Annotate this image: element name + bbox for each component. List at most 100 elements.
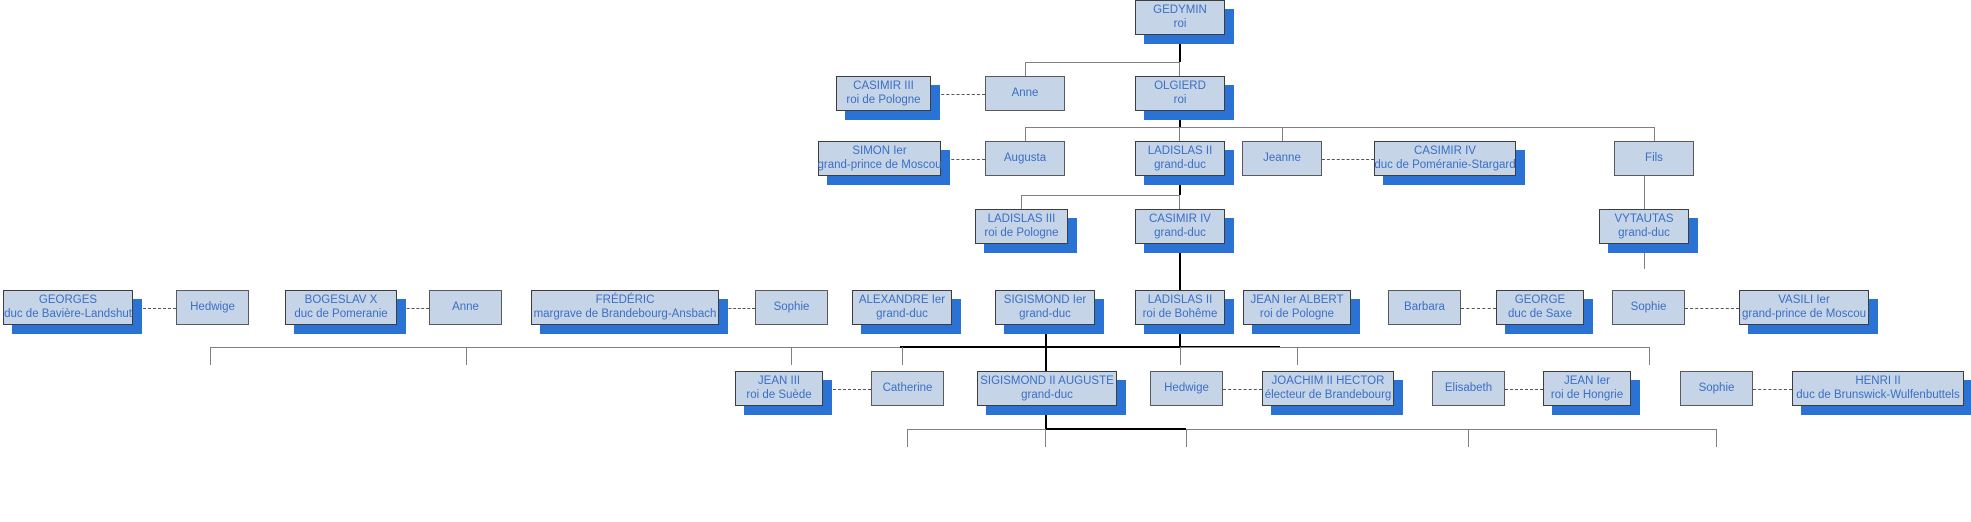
- node-box[interactable]: Elisabeth: [1432, 371, 1505, 406]
- person-node-hedwige1[interactable]: Hedwige: [176, 290, 249, 325]
- person-node-elisabeth[interactable]: Elisabeth: [1432, 371, 1505, 406]
- sp-sophie-henri2: [1753, 389, 1792, 390]
- node-box[interactable]: Catherine: [871, 371, 944, 406]
- node-title: grand-duc: [1154, 158, 1206, 171]
- person-node-jeanne[interactable]: Jeanne: [1242, 141, 1322, 176]
- node-box[interactable]: Augusta: [985, 141, 1065, 176]
- node-name: JEAN Ier: [1563, 375, 1610, 388]
- connector-anne1-drop: [1025, 62, 1026, 76]
- node-box[interactable]: Hedwige: [1150, 371, 1223, 406]
- person-node-hedwige2[interactable]: Hedwige: [1150, 371, 1223, 406]
- person-node-catherine[interactable]: Catherine: [871, 371, 944, 406]
- node-box[interactable]: Sophie: [1612, 290, 1685, 325]
- person-node-sophie1[interactable]: Sophie: [755, 290, 828, 325]
- sp-bogeslav-anne: [397, 308, 429, 309]
- node-box[interactable]: Sophie: [1680, 371, 1753, 406]
- node-box[interactable]: Sophie: [755, 290, 828, 325]
- connector-row5-bus-left: [210, 347, 1180, 348]
- node-title: roi de Bohême: [1142, 307, 1218, 320]
- person-node-fils[interactable]: Fils: [1614, 141, 1694, 176]
- node-title: duc de Bavière-Landshut: [4, 307, 132, 320]
- node-name: Barbara: [1404, 300, 1445, 313]
- person-node-anne2[interactable]: Anne: [429, 290, 502, 325]
- connector-jeanalbert-drop: [1297, 347, 1298, 365]
- person-node-sophie3[interactable]: Sophie: [1680, 371, 1753, 406]
- node-box[interactable]: Hedwige: [176, 290, 249, 325]
- node-name: CASIMIR III: [853, 80, 914, 93]
- node-box[interactable]: Anne: [985, 76, 1065, 111]
- person-node-augusta[interactable]: Augusta: [985, 141, 1065, 176]
- node-title: roi de Pologne: [846, 93, 921, 106]
- connector-gedymin-stem: [1179, 35, 1181, 62]
- node-box[interactable]: Fils: [1614, 141, 1694, 176]
- person-node-anne1[interactable]: Anne: [985, 76, 1065, 111]
- person-node-barbara[interactable]: Barbara: [1388, 290, 1461, 325]
- node-title: margrave de Brandebourg-Ansbach: [533, 307, 717, 320]
- node-name: BOGESLAV X: [304, 294, 378, 307]
- node-title: roi: [1173, 93, 1187, 106]
- connector-anne2-drop: [466, 347, 467, 365]
- connector-hedwige2-drop: [1186, 429, 1187, 447]
- node-name: Jeanne: [1263, 151, 1301, 164]
- node-box[interactable]: Jeanne: [1242, 141, 1322, 176]
- person-node-sophie2[interactable]: Sophie: [1612, 290, 1685, 325]
- node-name: JEAN III: [757, 375, 801, 388]
- connector-ladislas3-drop: [1021, 195, 1022, 209]
- node-name: GEORGES: [38, 294, 98, 307]
- connector-hedwige1-drop: [210, 347, 211, 365]
- node-box[interactable]: Anne: [429, 290, 502, 325]
- node-name: GEDYMIN: [1153, 4, 1207, 17]
- node-box[interactable]: Barbara: [1388, 290, 1461, 325]
- connector-sophie1-drop: [791, 347, 792, 365]
- sp-barbara-george: [1461, 308, 1496, 309]
- connector-row2-bus: [1025, 62, 1180, 63]
- node-name: LADISLAS II: [1147, 145, 1213, 158]
